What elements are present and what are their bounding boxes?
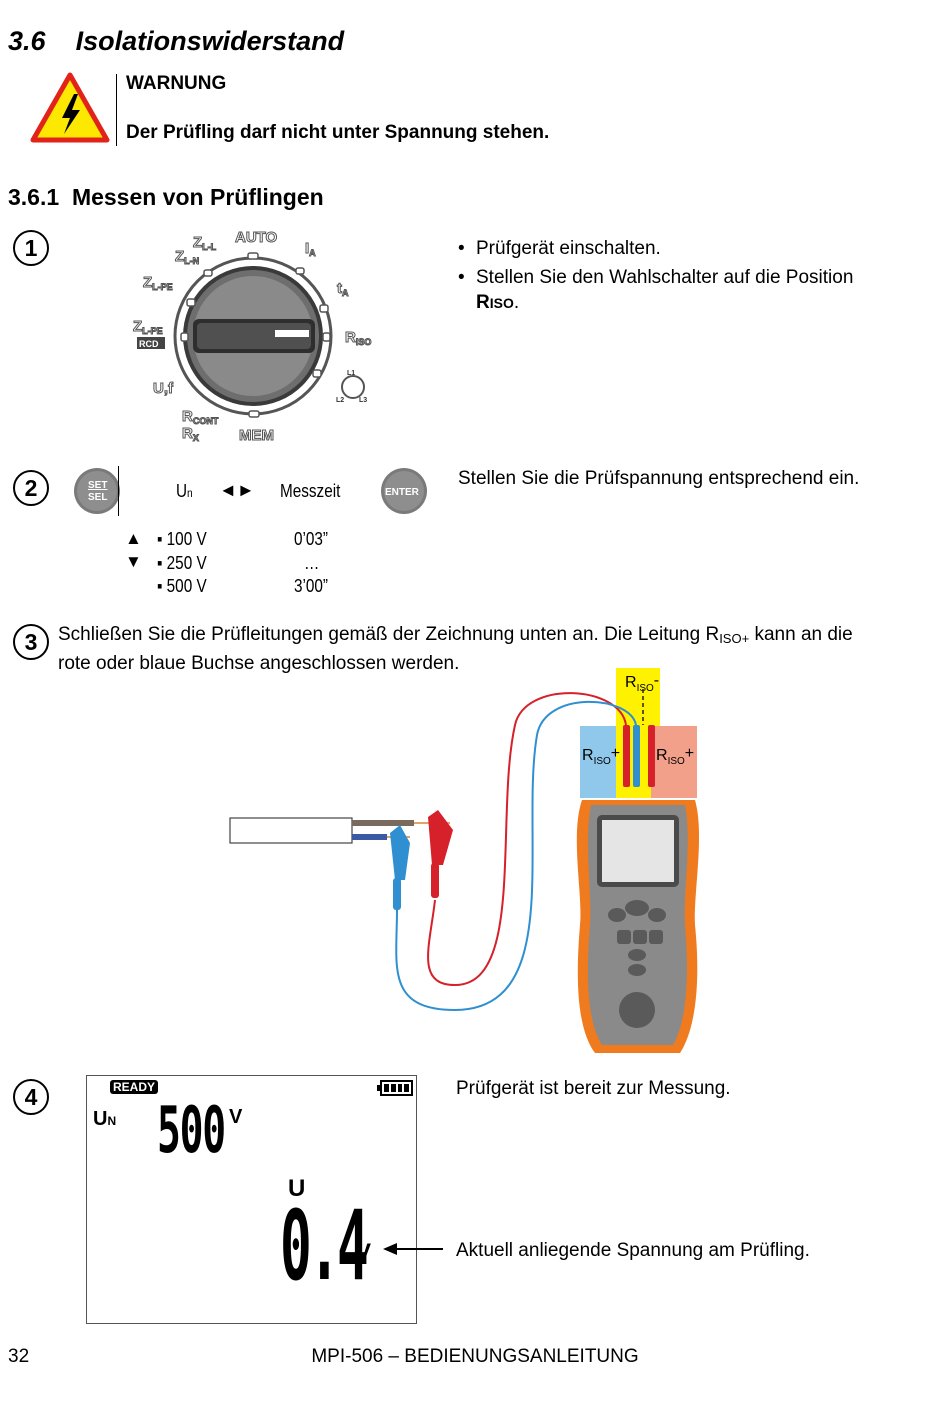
riso-minus-label: RISO- [625, 672, 659, 694]
step-4-number: 4 [13, 1079, 49, 1115]
dial-label-ta: tA [337, 280, 349, 298]
cable-under-test [229, 817, 353, 844]
high-voltage-warning-icon [30, 72, 110, 143]
test-voltage-value: 500 [157, 1094, 226, 1168]
dial-label-riso: RISO [345, 329, 371, 347]
step-3-text: Schließen Sie die Prüfleitungen gemäß de… [58, 624, 853, 674]
step-2-number: 2 [13, 470, 49, 506]
test-voltage-unit: V [229, 1106, 243, 1128]
red-alligator-clip [428, 810, 453, 898]
step-1-number: 1 [13, 230, 49, 266]
step-4-text-ready: Prüfgerät ist bereit zur Messung. [456, 1078, 731, 1099]
left-right-arrows-icon: ◄► [219, 480, 255, 500]
dial-label-rx: RX [182, 425, 199, 443]
phase-rotation-icon: L1 L2 L3 [336, 370, 367, 404]
rotary-switch-illustration: AUTO IA tA RISO MEM RCONT RX U,f ZL-PE Z… [133, 229, 372, 445]
ready-indicator: READY [110, 1080, 159, 1094]
enter-button-icon: ENTER [381, 468, 427, 514]
battery-icon [377, 1080, 415, 1096]
svg-text:SET: SET [88, 480, 107, 491]
svg-text:SEL: SEL [88, 492, 107, 503]
page-number: 32 [8, 1346, 30, 1367]
dial-label-rcont: RCONT [182, 408, 219, 426]
knob-pointer [275, 330, 309, 337]
dial-label-auto: AUTO [235, 229, 278, 246]
svg-text:ENTER: ENTER [385, 487, 420, 498]
time-option-max: 3’00” [294, 576, 329, 596]
svg-text:L2: L2 [336, 397, 344, 404]
subsection-heading: 3.6.1 Messen von Prüflingen [8, 184, 324, 210]
step-1-position: RISO. [476, 292, 520, 313]
set-sel-button-icon: SET SEL [74, 468, 120, 514]
svg-text:L3: L3 [359, 397, 367, 404]
down-arrow-icon: ▼ [125, 552, 142, 571]
step-3-number: 3 [13, 624, 49, 660]
lcd-display: READY UN 500 V U 0.4 V [86, 1075, 417, 1324]
dial-label-mem: MEM [239, 427, 274, 444]
dial-label-zln: ZL-N [175, 248, 199, 266]
riso-plus-red-box [651, 726, 697, 798]
up-arrow-icon: ▲ [125, 529, 142, 548]
dial-label-zll: ZL-L [193, 234, 217, 252]
footer-title: MPI-506 – BEDIENUNGSANLEITUNG [311, 1346, 639, 1367]
arrow-left-icon [383, 1243, 443, 1255]
dial-label-uf: U,f [153, 380, 174, 397]
warning-divider [116, 74, 117, 146]
section-heading: 3.6 Isolationswiderstand [8, 26, 345, 56]
step-2-divider [118, 466, 119, 516]
voltage-option-100: ▪ 100 V [157, 529, 207, 549]
riso-plus-blue-label: RISO+ [582, 745, 620, 767]
warning-text: Der Prüfling darf nicht unter Spannung s… [126, 122, 550, 143]
present-voltage-value: 0.4 [280, 1190, 369, 1302]
messzeit-label: Messzeit [280, 481, 341, 501]
step-1-bullet-1: •Prüfgerät einschalten. [458, 238, 661, 259]
voltage-indicator: U [288, 1175, 306, 1202]
warning-title: WARNUNG [126, 73, 227, 94]
time-option-ellipsis: … [304, 553, 320, 573]
connection-diagram: RISO- RISO+ RISO+ [229, 668, 700, 1053]
present-voltage-unit: V [355, 1239, 372, 1266]
un-indicator: UN [93, 1108, 117, 1130]
dial-label-rcd: RCD [139, 339, 159, 349]
voltage-option-250: ▪ 250 V [157, 553, 207, 573]
svg-text:L1: L1 [347, 370, 355, 377]
meter-device [576, 800, 700, 1053]
voltage-option-500: ▪ 500 V [157, 576, 207, 596]
riso-plus-red-label: RISO+ [656, 745, 694, 767]
blue-alligator-clip [390, 825, 410, 910]
un-label: Un [176, 481, 193, 501]
time-option-min: 0’03” [294, 529, 329, 549]
dial-label-ia: IA [305, 240, 316, 258]
step-2-text: Stellen Sie die Prüfspannung entsprechen… [458, 468, 860, 489]
rcd-badge [137, 337, 165, 349]
step-4-text-voltage: Aktuell anliegende Spannung am Prüfling. [456, 1240, 810, 1261]
dial-label-zlpe-rcd: ZL-PE [133, 318, 163, 336]
step-1-bullet-2: •Stellen Sie den Wahlschalter auf die Po… [458, 267, 854, 288]
dial-label-zlpe: ZL-PE [143, 274, 173, 292]
